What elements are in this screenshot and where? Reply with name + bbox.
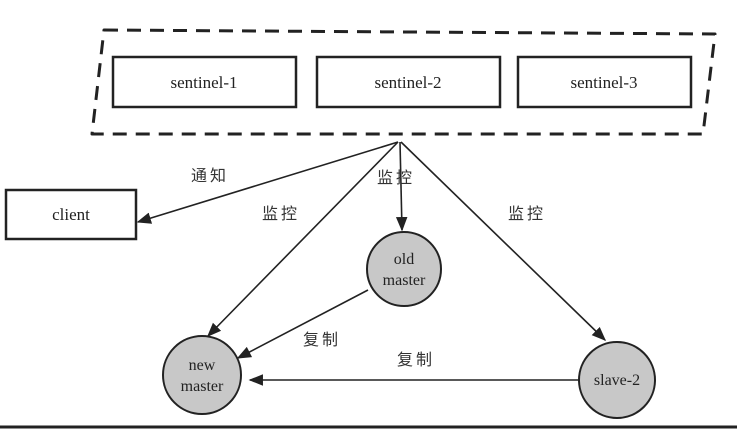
edge-labels: 通知 监控 监控 监控 复制 复制 — [191, 166, 546, 369]
replicate-old-to-new-arrow — [236, 289, 369, 359]
slave-2-label: slave-2 — [594, 372, 640, 389]
sentinel-group-border — [90, 28, 717, 136]
new-master-label-line1: new — [189, 357, 216, 374]
sentinel-2-label: sentinel-2 — [374, 73, 441, 92]
slave-2-circle — [578, 341, 656, 419]
old-master-circle — [366, 231, 442, 307]
sentinel-1-label: sentinel-1 — [170, 73, 237, 92]
sentinel-1-box — [111, 55, 298, 109]
sentinel-1-node: sentinel-1 — [111, 55, 298, 109]
slave-2-node: slave-2 — [578, 341, 656, 419]
old-master-label-line1: old — [394, 251, 414, 268]
monitor-old-master-label: 监控 — [377, 168, 415, 187]
client-node: client — [4, 188, 138, 241]
monitor-new-master-label: 监控 — [262, 204, 300, 223]
notify-label: 通知 — [191, 166, 229, 185]
notify-arrow — [136, 141, 399, 224]
new-master-node: new master — [162, 335, 242, 415]
old-master-node: old master — [366, 231, 442, 307]
new-master-label-line2: master — [181, 378, 224, 395]
monitor-new-master-arrow — [206, 141, 399, 338]
sentinel-group: sentinel-1 sentinel-2 sentinel-3 — [90, 28, 717, 136]
old-master-label-line2: master — [383, 272, 426, 289]
new-master-circle — [162, 335, 242, 415]
replicate-old-to-new-label: 复制 — [303, 330, 341, 349]
edges — [136, 141, 607, 386]
monitor-slave-2-arrow — [400, 141, 607, 342]
sentinel-3-node: sentinel-3 — [516, 55, 693, 109]
sentinel-3-box — [516, 55, 693, 109]
client-box — [4, 188, 138, 241]
monitor-old-master-arrow — [395, 141, 408, 232]
client-label: client — [52, 205, 90, 224]
sentinel-2-box — [315, 55, 502, 109]
sentinel-2-node: sentinel-2 — [315, 55, 502, 109]
sentinel-3-label: sentinel-3 — [570, 73, 637, 92]
monitor-slave-2-label: 监控 — [508, 204, 546, 223]
replicate-slave-to-new-label: 复制 — [397, 350, 435, 369]
